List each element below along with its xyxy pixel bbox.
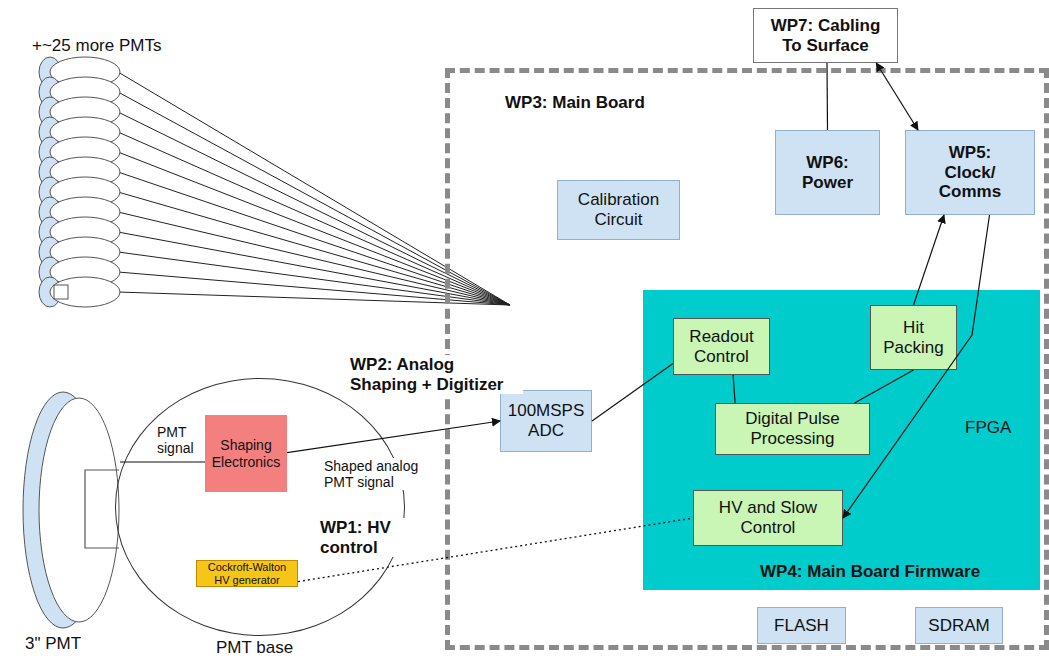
box-label: WP3: Main Board <box>505 93 645 113</box>
signal-line <box>843 215 990 518</box>
pmt-fan-line <box>118 92 510 305</box>
pmt-fan-line <box>118 232 510 305</box>
adc-box: 100MSPS ADC <box>500 390 592 452</box>
pmt-fan-line <box>118 172 510 305</box>
pmt-neck <box>85 470 119 548</box>
pmt-body <box>39 398 119 622</box>
firmware-block: Readout Control <box>673 318 770 375</box>
dotted-control-line <box>298 518 693 582</box>
edge-label: WP1: HV control <box>318 518 418 557</box>
pmt-body <box>50 277 120 307</box>
box-label: WP5: Clock/ Comms <box>928 143 1012 202</box>
signal-line <box>287 421 500 453</box>
annotation-label: +~25 more PMTs <box>30 36 163 56</box>
box-label: 100MSPS ADC <box>507 401 585 440</box>
box-label: PMT base <box>216 638 293 658</box>
board-region: WP3: Main BoardCalibration Circuit WP6: P… <box>445 68 1049 650</box>
box-label: Shaping Electronics <box>207 437 285 469</box>
pmt-fan-line <box>118 112 510 305</box>
box-label: FPGA <box>965 418 1011 438</box>
annotation-label: WP2: Analog Shaping + Digitizer <box>348 355 523 394</box>
firmware-block: Hit Packing <box>870 305 957 370</box>
pmt-base-circle: PMT baseShaping ElectronicsCockroft-Walt… <box>115 378 405 636</box>
box-label: WP4: Main Board Firmware <box>760 562 980 582</box>
signal-line <box>826 63 828 130</box>
signal-line <box>876 63 918 130</box>
pmt-fan-line <box>118 292 510 305</box>
pmt-neck <box>54 285 68 299</box>
firmware-block: HV and Slow Control <box>693 490 843 546</box>
box-label: HV and Slow Control <box>700 498 836 537</box>
pmt-fan-line <box>118 152 510 305</box>
pmt-fan-line <box>118 72 510 305</box>
box-label: SDRAM <box>928 616 989 636</box>
hv-generator-box: Cockroft-Walton HV generator <box>196 560 298 587</box>
box-label: FLASH <box>774 616 829 636</box>
edge-label: PMT signal <box>155 424 203 456</box>
memory-box: FLASH <box>757 607 846 644</box>
signal-line <box>592 364 673 421</box>
box-label: WP6: Power <box>782 153 873 192</box>
subsystem-box: WP6: Power <box>775 130 880 215</box>
box-label: Hit Packing <box>877 318 950 357</box>
edge-label: Shaped analog PMT signal <box>322 458 440 490</box>
subsystem-box: WP5: Clock/ Comms <box>905 130 1035 215</box>
fpga-region: FPGA WP4: Main Board Firmware Readout Cont… <box>643 290 1040 590</box>
pmt-fan-line <box>118 252 510 305</box>
shaping-box: Shaping Electronics <box>205 415 287 492</box>
memory-box: SDRAM <box>915 607 1003 644</box>
signal-line <box>914 215 945 305</box>
pmt-illustration <box>15 388 143 633</box>
box-label: Calibration Circuit <box>564 190 673 229</box>
pmt-tube: 3" PMT <box>15 388 143 633</box>
box-label: WP7: Cabling To Surface <box>760 16 891 55</box>
signal-line <box>120 461 205 462</box>
firmware-block: Digital Pulse Processing <box>715 403 870 455</box>
pmt-fan-line <box>118 192 510 305</box>
pmt-fan-line <box>118 272 510 305</box>
box-label: Readout Control <box>680 327 763 366</box>
signal-line <box>733 375 735 403</box>
box-label: Cockroft-Walton HV generator <box>199 561 295 586</box>
box-label: 3" PMT <box>25 634 81 654</box>
subsystem-box: WP7: Cabling To Surface <box>753 8 898 63</box>
circuit-box: Calibration Circuit <box>557 180 680 240</box>
pmt-fan-line <box>118 212 510 305</box>
signal-line <box>855 370 914 403</box>
box-label: Digital Pulse Processing <box>722 409 863 448</box>
pmt-fan-line <box>118 132 510 305</box>
